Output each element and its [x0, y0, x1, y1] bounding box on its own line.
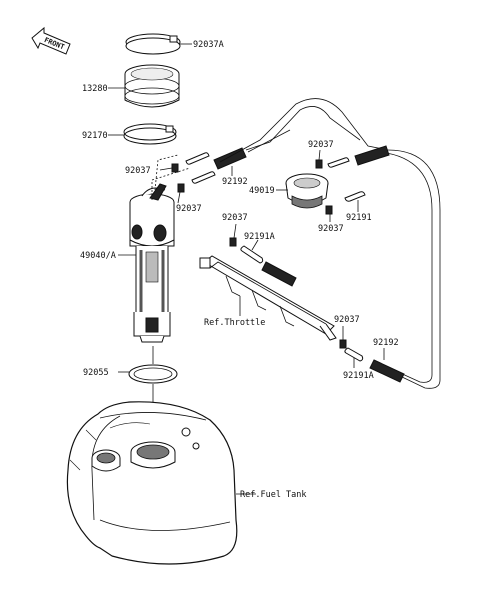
label-49040a: 49040/A — [80, 251, 116, 261]
label-92192: 92192 — [222, 177, 248, 187]
hose-right-plain — [344, 347, 364, 362]
hose-right-ribbed — [369, 359, 405, 383]
hose-filter-ribbed — [354, 145, 390, 166]
hose-filter-short — [327, 157, 350, 168]
clamp-band-top — [125, 33, 181, 55]
label-92037-right: 92037 — [334, 315, 360, 325]
hose-center-plain — [240, 245, 264, 264]
hose-filter-plain — [344, 191, 366, 202]
hose-ribbed-pump — [213, 147, 247, 170]
label-92055: 92055 — [83, 368, 109, 378]
label-92191a-right: 92191A — [343, 371, 374, 381]
fuel-tank — [66, 401, 238, 565]
label-92037-filter-bottom: 92037 — [318, 224, 344, 234]
clamp-filter-bottom — [325, 205, 333, 215]
hose-short-lower — [191, 171, 216, 184]
fuel-filter — [285, 173, 329, 209]
ref-throttle-label: Ref.Throttle — [204, 318, 265, 328]
label-92037-filter-top: 92037 — [308, 140, 334, 150]
clamp-small-left — [171, 163, 179, 173]
label-92191: 92191 — [346, 213, 372, 223]
grommet — [124, 64, 180, 108]
label-92037-pump: 92037 — [176, 204, 202, 214]
gasket — [128, 364, 178, 384]
label-49019: 49019 — [249, 186, 275, 196]
label-92037-center: 92037 — [222, 213, 248, 223]
clamp-right — [339, 339, 347, 349]
label-13280: 13280 — [82, 84, 108, 94]
clamp-band-lower — [123, 123, 177, 145]
clamp-filter-top — [315, 159, 323, 169]
label-92191a-center: 92191A — [244, 232, 275, 242]
ref-fuel-tank-label: Ref.Fuel Tank — [240, 490, 307, 500]
label-92037a: 92037A — [193, 40, 224, 50]
label-92170: 92170 — [82, 131, 108, 141]
hose-short-upper — [185, 152, 210, 165]
fuel-rail — [199, 255, 337, 341]
label-92192-right: 92192 — [373, 338, 399, 348]
front-arrow-icon: FRONT — [31, 26, 71, 55]
clamp-center — [229, 237, 237, 247]
hose-center-ribbed — [261, 261, 297, 287]
clamp-small-pump — [177, 183, 185, 193]
label-92037-left: 92037 — [125, 166, 151, 176]
fuel-pump — [129, 183, 175, 343]
